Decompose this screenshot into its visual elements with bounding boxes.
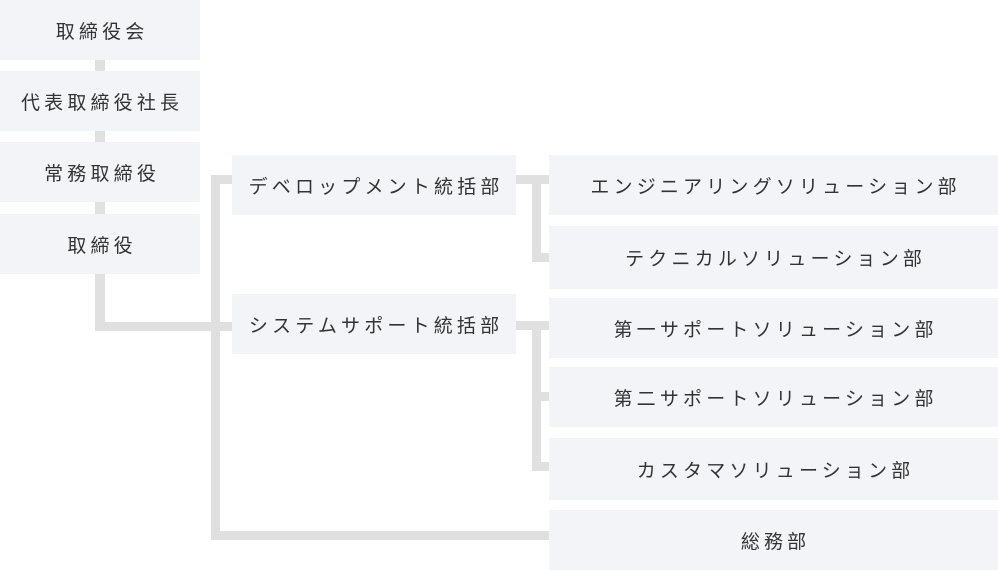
connector-board-president [95,60,105,71]
director-box: 取締役 [0,214,200,274]
connector-to-technical-solution [532,253,549,262]
board-box: 取締役会 [0,0,200,60]
connector-managing-director [95,202,105,214]
connector-president-managing [95,131,105,142]
connector-director-down [95,274,105,330]
managing-director-box: 常務取締役 [0,142,200,202]
second-support-solution-dept-box: 第二サポートソリューション部 [549,367,998,427]
connector-to-customer-solution [532,462,549,471]
system-support-division-box: システムサポート統括部 [232,294,516,354]
connector-development-trunk [532,175,541,262]
engineering-solution-dept-box: エンジニアリングソリューション部 [549,155,998,215]
connector-to-second-support [532,392,549,401]
development-division-box: デベロップメント統括部 [232,155,516,215]
connector-to-general-affairs [211,531,549,540]
connector-divisions-trunk [211,175,220,539]
connector-director-divisions [95,322,232,331]
customer-solution-dept-box: カスタマソリューション部 [549,438,998,500]
first-support-solution-dept-box: 第一サポートソリューション部 [549,298,998,358]
general-affairs-dept-box: 総務部 [549,510,998,570]
president-box: 代表取締役社長 [0,71,200,131]
connector-to-development [211,175,232,184]
technical-solution-dept-box: テクニカルソリューション部 [549,226,998,289]
